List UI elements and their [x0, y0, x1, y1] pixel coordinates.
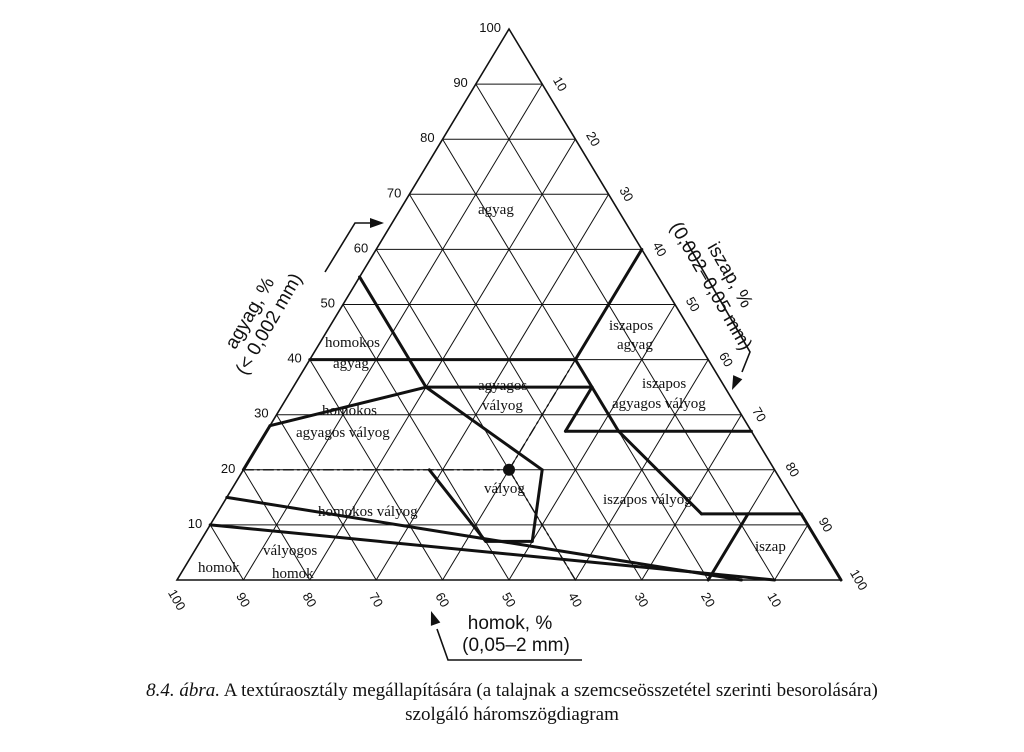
- sand-tick-label: 70: [366, 590, 386, 610]
- region-agyagos-valyog-1: agyagos: [478, 378, 527, 394]
- class-boundary-segment: [706, 512, 750, 582]
- region-homok: homok: [198, 560, 240, 576]
- sand-tick-label: 10: [764, 590, 784, 610]
- class-boundary-segment: [617, 429, 704, 516]
- caption-line-1: 8.4. ábra. A textúraosztály megállapítás…: [0, 679, 1024, 703]
- grid-line-sand: [242, 469, 311, 581]
- region-homokos-valyog: homokos vályog: [318, 504, 418, 520]
- class-boundary-segment: [358, 275, 411, 362]
- triangle-outline: [175, 27, 843, 581]
- region-labels: agyag iszapos agyag homokos agyag agyago…: [198, 202, 786, 582]
- caption-figure-label: 8.4. ábra.: [146, 680, 221, 701]
- sand-tick-label: 20: [698, 590, 718, 610]
- sand-tick-label: 50: [499, 590, 519, 610]
- region-valyog: vályog: [484, 481, 525, 497]
- axis-arrows: [324, 218, 751, 661]
- class-boundary-segment: [427, 468, 488, 543]
- region-homokos-agyag-2: agyag: [333, 356, 369, 372]
- clay-arrow-head: [370, 218, 384, 228]
- clay-tick-label: 70: [387, 185, 401, 200]
- silt-tick-label: 80: [782, 460, 802, 480]
- clay-tick-label: 90: [453, 75, 467, 90]
- grid-line-sand: [209, 524, 244, 581]
- region-iszapos-agyagos-valyog-2: agyagos vályog: [612, 396, 706, 412]
- region-iszapos-agyag-2: agyag: [617, 337, 653, 353]
- class-boundary-segment: [268, 385, 428, 428]
- region-iszapos-valyog: iszapos vályog: [603, 492, 692, 508]
- sand-tick-label: 80: [300, 590, 320, 610]
- region-iszap: iszap: [755, 539, 786, 555]
- grid-line-silt: [574, 359, 709, 581]
- region-valyogos-homok-2: homok: [272, 566, 314, 582]
- silt-tick-label: 90: [816, 515, 836, 535]
- clay-tick-label: 100: [479, 20, 501, 35]
- caption-text-line2: szolgáló háromszögdiagram: [405, 704, 619, 725]
- region-homokos-agyag-1: homokos: [325, 335, 380, 351]
- region-homokos-agyagos-valyog-1: homokos: [322, 403, 377, 419]
- grid-line-sand: [276, 414, 377, 581]
- clay-tick-label: 60: [354, 240, 368, 255]
- sample-point-marker: [503, 463, 515, 476]
- tick-labels: 10 20 30 40 50 60 70 80 90 100 10 20 30 40 50 60 70 80 90 1…: [165, 20, 871, 613]
- sand-axis-title: homok, % (0,05–2 mm): [462, 613, 570, 656]
- sand-arrow-shaft: [436, 628, 582, 661]
- texture-triangle-diagram: 10 20 30 40 50 60 70 80 90 100 10 20 30 40 50 60 70 80 90 1…: [165, 20, 871, 661]
- class-boundary-segment: [424, 385, 544, 472]
- silt-tick-label: 50: [683, 294, 703, 314]
- sand-tick-label: 40: [565, 590, 585, 610]
- sand-axis-title-line1: homok, %: [468, 613, 553, 634]
- sand-tick-label: 100: [165, 587, 189, 613]
- silt-tick-label: 20: [583, 129, 603, 149]
- class-boundary-segment: [208, 523, 777, 582]
- sand-axis-title-line2: (0,05–2 mm): [462, 635, 570, 656]
- grid-lines: [209, 83, 809, 581]
- silt-tick-label: 10: [550, 74, 570, 94]
- region-homokos-agyagos-valyog-2: agyagos vályog: [296, 425, 390, 441]
- silt-tick-label: 100: [847, 567, 871, 593]
- class-boundary-segment: [407, 358, 428, 389]
- clay-tick-label: 20: [221, 461, 235, 476]
- sand-tick-label: 90: [233, 590, 253, 610]
- silt-arrow-shaft: [685, 240, 751, 373]
- caption-text-line1: A textúraosztály megállapítására (a tala…: [223, 680, 878, 701]
- clay-tick-label: 10: [188, 516, 202, 531]
- clay-tick-label: 40: [287, 351, 301, 366]
- clay-arrow-shaft: [324, 222, 376, 273]
- silt-tick-label: 70: [749, 404, 769, 424]
- guide-line-silt: [508, 248, 643, 471]
- sand-tick-label: 30: [632, 590, 652, 610]
- sand-arrow-head: [430, 611, 441, 626]
- clay-tick-label: 80: [420, 130, 434, 145]
- silt-tick-label: 30: [616, 184, 636, 204]
- class-boundary-segment: [573, 358, 621, 433]
- class-boundary-segment: [530, 468, 544, 543]
- grid-line-sand: [309, 359, 444, 581]
- region-agyag: agyag: [478, 202, 514, 218]
- silt-axis-title: iszap, % (0,002–0,05 mm): [665, 218, 756, 354]
- class-boundary-segment: [563, 385, 594, 433]
- silt-arrow-head: [732, 375, 743, 390]
- clay-tick-label: 50: [321, 296, 335, 311]
- silt-tick-label: 40: [650, 239, 670, 259]
- silt-tick-label: 60: [716, 349, 736, 369]
- region-iszapos-agyag-1: iszapos: [609, 318, 653, 334]
- guide-line-sand: [508, 469, 577, 581]
- grid-line-silt: [508, 304, 676, 581]
- figure-caption: 8.4. ábra. A textúraosztály megállapítás…: [0, 679, 1024, 727]
- grid-line-silt: [774, 524, 809, 581]
- grid-line-sand: [475, 83, 776, 581]
- triangle-border: [175, 27, 843, 581]
- region-valyogos-homok-1: vályogos: [263, 543, 317, 559]
- class-boundary-segment: [225, 495, 743, 582]
- sand-tick-label: 60: [432, 590, 452, 610]
- clay-tick-label: 30: [254, 406, 268, 421]
- sample-guide-lines: [242, 248, 643, 581]
- region-iszapos-agyagos-valyog-1: iszapos: [642, 376, 686, 392]
- grid-line-silt: [641, 414, 742, 581]
- region-agyagos-valyog-2: vályog: [482, 398, 523, 414]
